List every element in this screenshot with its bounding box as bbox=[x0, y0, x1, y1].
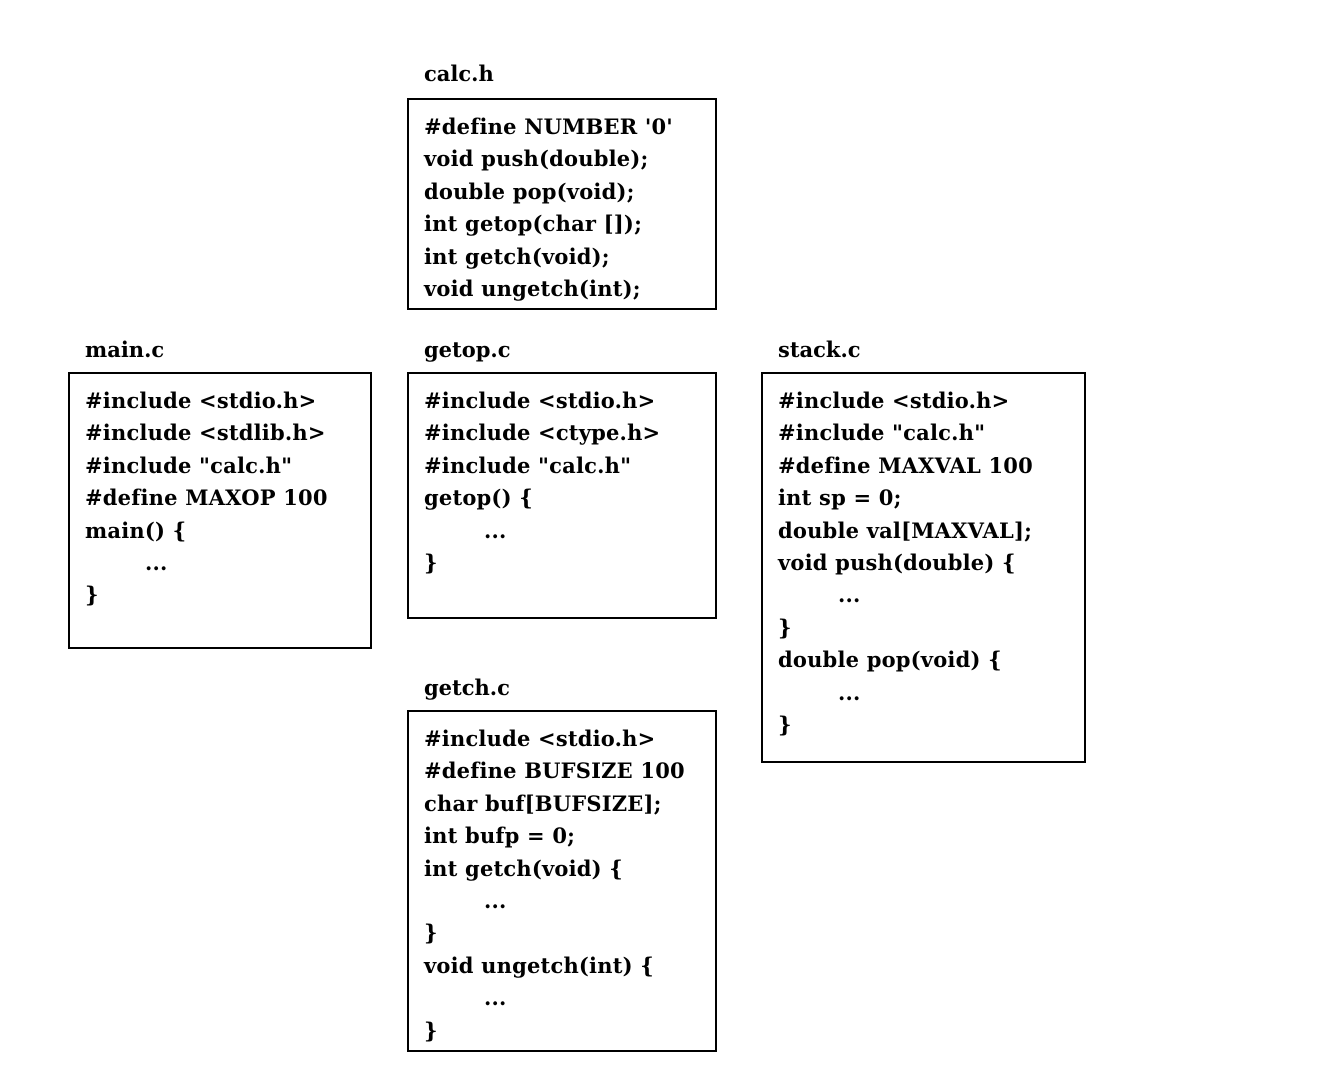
code-line-ellipsis: ... bbox=[838, 582, 861, 608]
code-line: #include "calc.h" bbox=[85, 452, 293, 478]
code-line: getop() { bbox=[424, 485, 533, 511]
code-line: int getop(char []); bbox=[424, 211, 643, 237]
code-line: double pop(void); bbox=[424, 178, 635, 204]
code-lines-getop-c: #include <stdio.h> #include <ctype.h> #i… bbox=[424, 385, 660, 579]
code-line: #include <stdio.h> bbox=[778, 388, 1010, 413]
code-box-main-c: #include <stdio.h> #include <stdlib.h> #… bbox=[68, 372, 372, 649]
code-line: } bbox=[424, 550, 438, 576]
code-line-ellipsis: ... bbox=[484, 517, 507, 543]
code-line: #include <ctype.h> bbox=[424, 420, 661, 446]
code-box-calc-h: #define NUMBER '0' void push(double); do… bbox=[407, 98, 717, 310]
file-name-getop-c: getop.c bbox=[424, 337, 511, 362]
code-line: double val[MAXVAL]; bbox=[778, 517, 1033, 543]
code-line: #define BUFSIZE 100 bbox=[424, 758, 685, 784]
code-line: #include "calc.h" bbox=[424, 452, 632, 478]
code-line-ellipsis: ... bbox=[484, 888, 507, 914]
code-line: void ungetch(int) { bbox=[424, 952, 654, 978]
code-line: #include <stdio.h> bbox=[424, 726, 656, 751]
file-name-getch-c: getch.c bbox=[424, 675, 510, 700]
code-line: void push(double); bbox=[424, 146, 649, 172]
code-line: int sp = 0; bbox=[778, 485, 902, 511]
code-line-ellipsis: ... bbox=[484, 985, 507, 1011]
code-line: void ungetch(int); bbox=[424, 276, 641, 302]
code-line: main() { bbox=[85, 517, 187, 543]
code-lines-main-c: #include <stdio.h> #include <stdlib.h> #… bbox=[85, 385, 328, 612]
code-line: } bbox=[424, 1017, 438, 1043]
code-line: } bbox=[778, 614, 792, 640]
file-name-main-c: main.c bbox=[85, 337, 165, 362]
code-line: } bbox=[424, 920, 438, 946]
code-lines-stack-c: #include <stdio.h> #include "calc.h" #de… bbox=[778, 385, 1033, 741]
code-box-getch-c: #include <stdio.h> #define BUFSIZE 100 c… bbox=[407, 710, 717, 1052]
code-line: #include <stdio.h> bbox=[424, 388, 656, 413]
code-line: #include <stdlib.h> bbox=[85, 420, 326, 446]
code-line: int getch(void) { bbox=[424, 855, 624, 881]
code-line: #define MAXVAL 100 bbox=[778, 452, 1033, 478]
code-box-getop-c: #include <stdio.h> #include <ctype.h> #i… bbox=[407, 372, 717, 619]
code-line-ellipsis: ... bbox=[145, 550, 168, 576]
code-line: } bbox=[778, 712, 792, 738]
code-line: int bufp = 0; bbox=[424, 823, 576, 849]
code-line: double pop(void) { bbox=[778, 647, 1002, 673]
code-line: #include <stdio.h> bbox=[85, 388, 317, 413]
code-line: #define NUMBER '0' bbox=[424, 114, 673, 139]
code-lines-getch-c: #include <stdio.h> #define BUFSIZE 100 c… bbox=[424, 723, 685, 1047]
code-line: } bbox=[85, 582, 99, 608]
code-line: #include "calc.h" bbox=[778, 420, 986, 446]
code-line-ellipsis: ... bbox=[838, 679, 861, 705]
code-box-stack-c: #include <stdio.h> #include "calc.h" #de… bbox=[761, 372, 1086, 763]
file-name-calc-h: calc.h bbox=[424, 61, 494, 86]
code-line: char buf[BUFSIZE]; bbox=[424, 790, 662, 816]
code-line: #define MAXOP 100 bbox=[85, 485, 328, 511]
file-name-stack-c: stack.c bbox=[778, 337, 861, 362]
code-line: void push(double) { bbox=[778, 550, 1016, 576]
code-lines-calc-h: #define NUMBER '0' void push(double); do… bbox=[424, 111, 673, 305]
code-line: int getch(void); bbox=[424, 243, 610, 269]
